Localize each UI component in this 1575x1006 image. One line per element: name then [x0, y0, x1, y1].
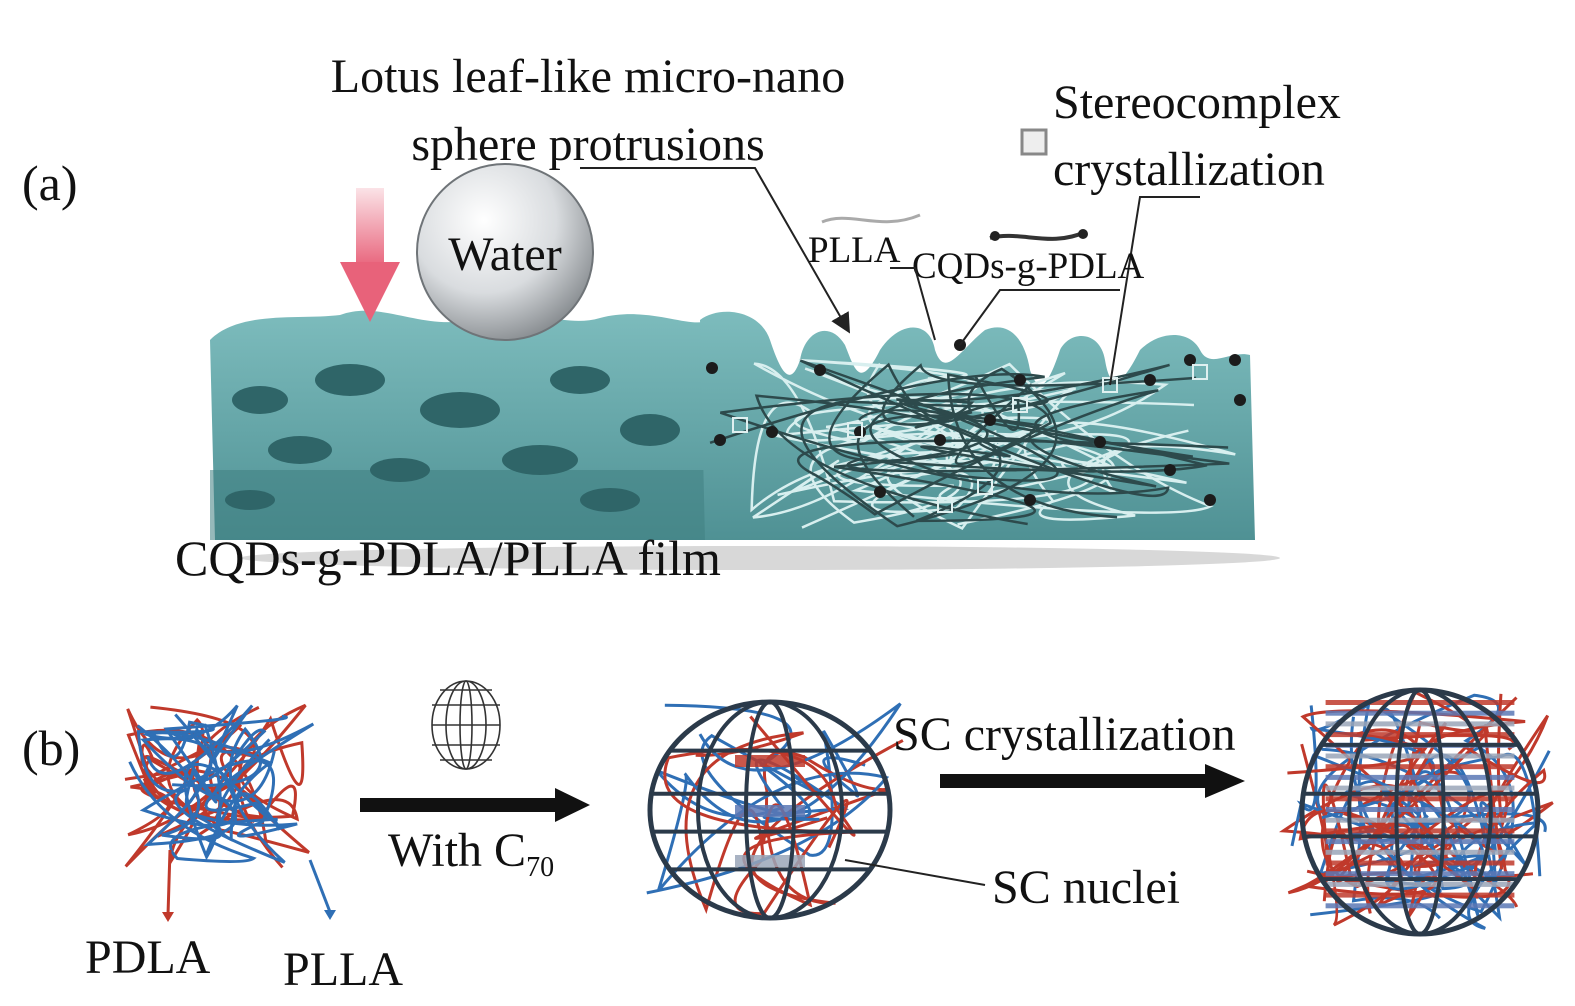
stereocomplex-marker	[1012, 397, 1028, 413]
cqd-dot	[714, 434, 726, 446]
sc-crystal-lamella	[1325, 881, 1515, 887]
plla-pointer	[890, 267, 936, 341]
pdla-label: PDLA	[85, 931, 211, 984]
process-arrow-2	[940, 764, 1245, 798]
panel-b-label: (b)	[22, 720, 80, 776]
sc-crystal-lamella	[1325, 903, 1515, 909]
sc-nuclei-label: SC nuclei	[992, 861, 1180, 914]
protrusions-label-line1: Lotus leaf-like micro-nano	[331, 50, 845, 103]
sc-crystal-lamella	[1325, 785, 1515, 791]
sc-crystal-lamella	[735, 805, 805, 817]
protrusion-film-right	[700, 311, 1255, 540]
panel-a: (a)	[22, 50, 1341, 586]
sc-crystal-lamella	[1325, 796, 1515, 802]
plla-chain	[140, 704, 276, 847]
sc-crystal-lamella	[1325, 871, 1515, 877]
stereocomplex-marker	[977, 479, 993, 495]
pdla-end-marker	[162, 912, 174, 922]
with-c70-subscript: 70	[526, 852, 554, 883]
cqds-legend-dot	[990, 231, 1000, 241]
polymer-chain	[655, 703, 849, 821]
sc-crystal-lamella	[1325, 849, 1515, 855]
stereocomplex-legend-icon	[1020, 128, 1048, 156]
sc-crystal-lamella	[1325, 817, 1515, 823]
sc-crystallization-label: SC crystallization	[893, 708, 1236, 761]
plla-chain	[128, 723, 278, 863]
cqd-dot	[984, 414, 996, 426]
sc-crystal-lamella	[1325, 721, 1515, 727]
plla-b-label: PLLA	[283, 943, 403, 996]
polymer-tangle	[124, 703, 315, 869]
with-c70-text: With C	[388, 824, 526, 877]
cqd-dot	[1144, 374, 1156, 386]
with-c70-label: With C70	[388, 824, 554, 883]
panel-b: (b) PDLA PLLA With C70 SC crystallizatio…	[22, 680, 1554, 996]
crystallized-cage	[1278, 687, 1554, 937]
cqds-pointer	[959, 289, 1120, 346]
cqds-legend-chain	[989, 230, 1086, 241]
cqd-dot	[934, 434, 946, 446]
sc-crystal-lamella	[1325, 860, 1515, 866]
water-label: Water	[448, 228, 561, 281]
c70-cage-with-nuclei	[646, 699, 904, 921]
cqd-dot	[1229, 354, 1241, 366]
pdla-chain-end	[166, 849, 172, 916]
plla-end-marker	[324, 910, 336, 920]
sc-crystal-lamella	[1325, 892, 1515, 898]
cqd-dot	[1184, 354, 1196, 366]
cqd-dot	[766, 426, 778, 438]
cqd-dot	[1014, 374, 1026, 386]
pressure-arrow	[340, 188, 400, 322]
plla-legend-chain	[821, 213, 921, 224]
plla-chain-end	[308, 859, 332, 913]
cqd-dot	[1204, 494, 1216, 506]
plla-chain	[136, 713, 298, 841]
film-label: CQDs-g-PDLA/PLLA film	[175, 530, 721, 586]
water-droplet: Water	[416, 163, 594, 341]
plla-label: PLLA	[808, 230, 901, 271]
stereocomplex-marker	[732, 417, 748, 433]
cqds-label: CQDs-g-PDLA	[912, 246, 1145, 287]
cage-meridian	[1394, 688, 1446, 936]
protrusions-label-line2: sphere protrusions	[411, 118, 764, 171]
cqd-dot	[1164, 464, 1176, 476]
pdla-chain	[709, 359, 1170, 498]
sc-crystal-lamella	[735, 755, 805, 767]
cqd-dot	[1234, 394, 1246, 406]
sc-crystal-lamella	[735, 855, 805, 867]
stereocomplex-marker	[1192, 364, 1208, 380]
sc-crystal-lamella	[1325, 753, 1515, 759]
polymer-chain	[663, 715, 863, 908]
stereocomplex-label-line2: crystallization	[1053, 143, 1325, 196]
cqd-dot	[874, 486, 886, 498]
stereocomplex-marker	[847, 422, 863, 438]
sc-crystal-lamella	[1325, 839, 1515, 845]
sc-crystal-lamella	[1325, 828, 1515, 834]
cqd-dot	[1094, 436, 1106, 448]
stereocomplex-marker	[1102, 377, 1118, 393]
c70-fullerene-icon	[431, 680, 501, 770]
process-arrow-1	[360, 788, 590, 822]
cqds-legend-dot	[1078, 229, 1088, 239]
stereocomplex-pointer	[1109, 196, 1200, 386]
film-shadow	[240, 546, 1280, 570]
panel-a-label: (a)	[22, 155, 78, 211]
cage-meridian	[744, 700, 796, 920]
porous-film-left	[210, 310, 710, 540]
stereocomplex-label-line1: Stereocomplex	[1053, 76, 1341, 129]
sc-crystal-lamella	[1325, 807, 1515, 812]
cqd-dot	[706, 362, 718, 374]
stereocomplex-marker	[937, 497, 953, 513]
plla-chain	[867, 362, 1236, 530]
sc-crystal-lamella	[1325, 700, 1515, 705]
sc-nuclei-pointer	[844, 859, 986, 886]
sc-crystal-lamella	[1325, 732, 1515, 738]
protrusions-pointer	[580, 167, 850, 334]
cqd-dot	[1024, 494, 1036, 506]
cqd-dot	[814, 364, 826, 376]
sc-crystal-lamella	[1325, 710, 1515, 716]
sc-crystal-lamella	[1325, 774, 1515, 780]
sc-crystal-lamella	[1325, 764, 1515, 770]
